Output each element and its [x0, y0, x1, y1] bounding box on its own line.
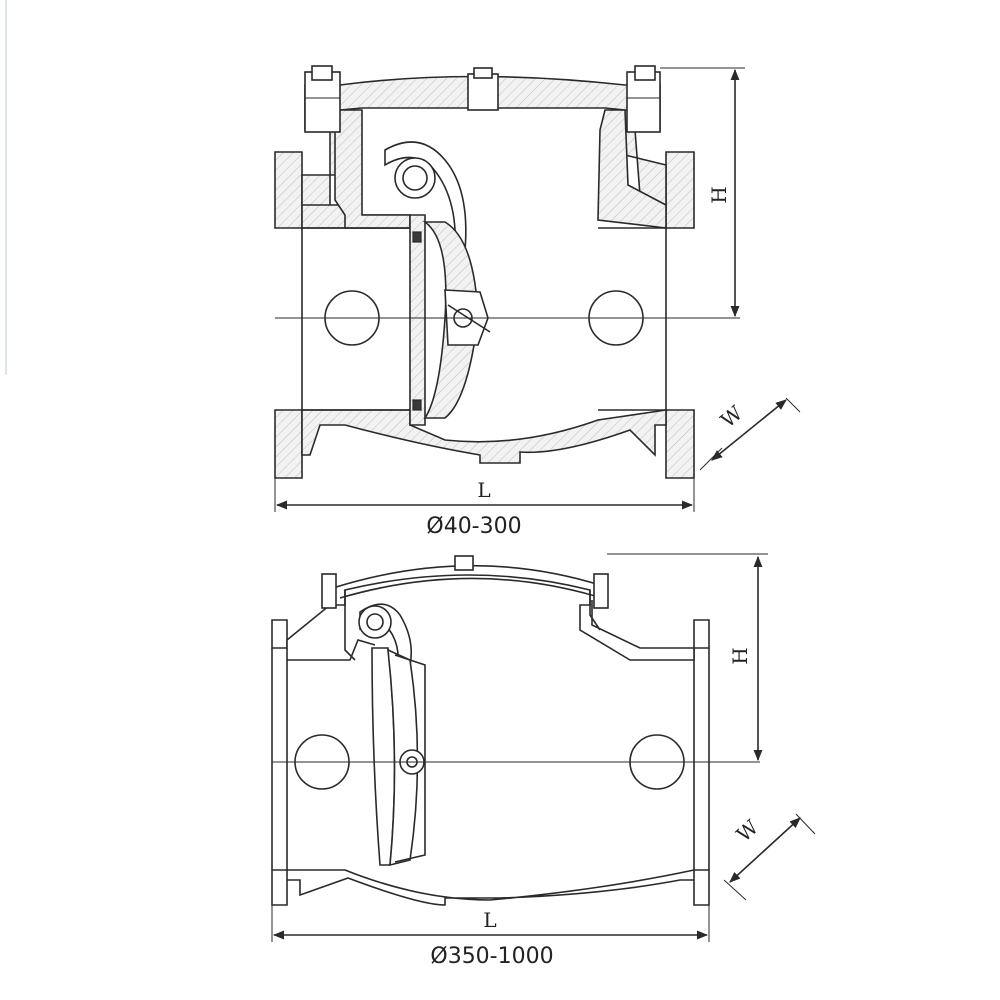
length-label: L [477, 478, 490, 502]
left-cover-bolt [321, 573, 337, 609]
width-dimension [729, 817, 801, 883]
length-label: L [483, 908, 496, 932]
left-cover-bolt-block [304, 71, 341, 133]
valve-body-bottom [301, 409, 667, 464]
width-label: W [716, 401, 748, 433]
left-flange [274, 151, 303, 479]
valve-body-bottom [287, 869, 695, 906]
valve-large-view: H L W Ø350-1000 [271, 553, 816, 969]
valve-small-view: H L W Ø40-300 [274, 65, 801, 539]
top-plug [454, 555, 474, 571]
right-flange [665, 151, 695, 479]
height-label: H [728, 647, 752, 664]
top-plug [467, 73, 499, 111]
right-cover-bolt-block [626, 71, 661, 133]
hinge-pin-boss [358, 605, 392, 639]
left-bolt-head [311, 65, 333, 81]
seat-ring [409, 214, 426, 426]
height-label: H [707, 186, 731, 203]
hinge-pin-boss [394, 157, 436, 199]
size-range-caption: Ø350-1000 [430, 944, 553, 969]
valve-body-top [286, 574, 695, 661]
right-cover-bolt [593, 573, 609, 609]
size-range-caption: Ø40-300 [426, 514, 521, 539]
valve-body-right-top [597, 109, 667, 229]
width-dimension [711, 399, 787, 461]
right-bolt-head [634, 65, 656, 81]
